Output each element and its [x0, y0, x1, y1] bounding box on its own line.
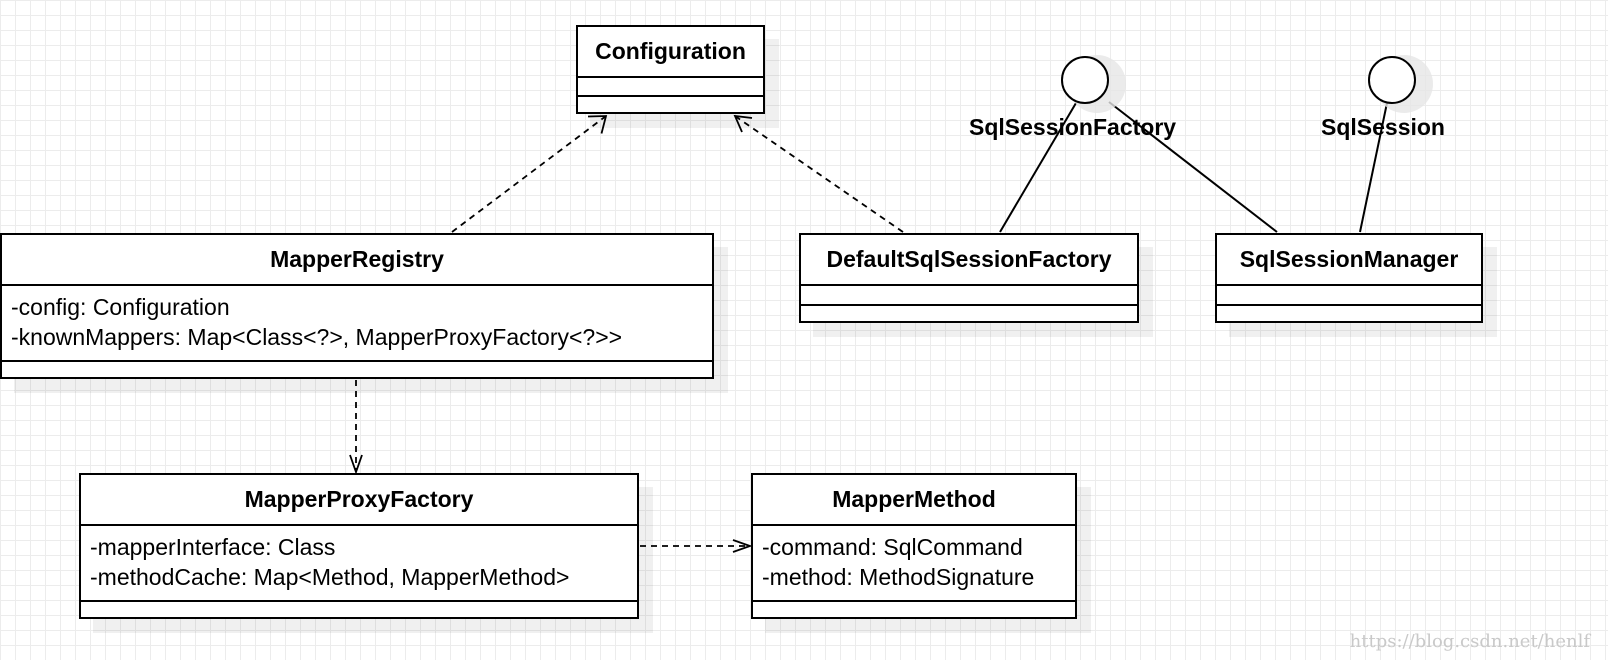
class-name: MapperRegistry: [2, 235, 712, 286]
dependency-defaultsqlsessionfactory-to-configuration: [733, 114, 904, 233]
attribute-mapperinterface: -mapperInterface: Class: [90, 534, 336, 560]
attribute-method: -method: MethodSignature: [762, 564, 1035, 590]
attribute-knownmappers: -knownMappers: Map<Class<?>, MapperProxy…: [11, 324, 623, 350]
class-name: MapperMethod: [753, 475, 1075, 526]
class-attributes: -command: SqlCommand -method: MethodSign…: [753, 526, 1075, 602]
attribute-methodcache: -methodCache: Map<Method, MapperMethod>: [90, 564, 570, 590]
class-attributes: -config: Configuration -knownMappers: Ma…: [2, 286, 712, 362]
attribute-command: -command: SqlCommand: [762, 534, 1023, 560]
dependency-mapperregistry-to-mapperproxyfactory: [349, 380, 363, 475]
realization-sqlsessionmanager-to-sqlsessionfactory: [1108, 101, 1278, 233]
dependency-arrowhead: [733, 114, 753, 133]
realization-defaultsqlsessionfactory-to-sqlsessionfactory: [999, 102, 1077, 233]
interface-label-sqlsessionfactory: SqlSessionFactory: [969, 114, 1177, 140]
class-name: MapperProxyFactory: [81, 475, 637, 526]
class-attributes: -mapperInterface: Class -methodCache: Ma…: [81, 526, 637, 602]
class-attributes: [801, 286, 1137, 306]
class-attributes: [1217, 286, 1481, 306]
interface-circle-sqlsessionfactory: [1061, 56, 1109, 104]
class-name: DefaultSqlSessionFactory: [801, 235, 1137, 286]
dependency-mapperproxyfactory-to-mappermethod: [640, 539, 753, 553]
class-defaultsqlsessionfactory: DefaultSqlSessionFactory: [799, 233, 1139, 323]
class-name: Configuration: [578, 27, 763, 78]
class-mappermethod: MapperMethod -command: SqlCommand -metho…: [751, 473, 1077, 619]
dependency-mapperregistry-to-configuration: [451, 115, 608, 233]
class-sqlsessionmanager: SqlSessionManager: [1215, 233, 1483, 323]
class-configuration: Configuration: [576, 25, 765, 114]
attribute-config: -config: Configuration: [11, 294, 230, 320]
class-mapperregistry: MapperRegistry -config: Configuration -k…: [0, 233, 714, 379]
realization-sqlsessionmanager-to-sqlsession: [1359, 102, 1388, 233]
class-attributes: [578, 78, 763, 97]
class-name: SqlSessionManager: [1217, 235, 1481, 286]
class-mapperproxyfactory: MapperProxyFactory -mapperInterface: Cla…: [79, 473, 639, 619]
dependency-arrowhead: [732, 539, 753, 553]
dependency-arrowhead: [349, 454, 363, 475]
interface-label-sqlsession: SqlSession: [1321, 114, 1445, 140]
interface-circle-sqlsession: [1368, 56, 1416, 104]
watermark: https://blog.csdn.net/henlf: [1349, 631, 1590, 652]
dependency-arrowhead: [587, 115, 608, 134]
